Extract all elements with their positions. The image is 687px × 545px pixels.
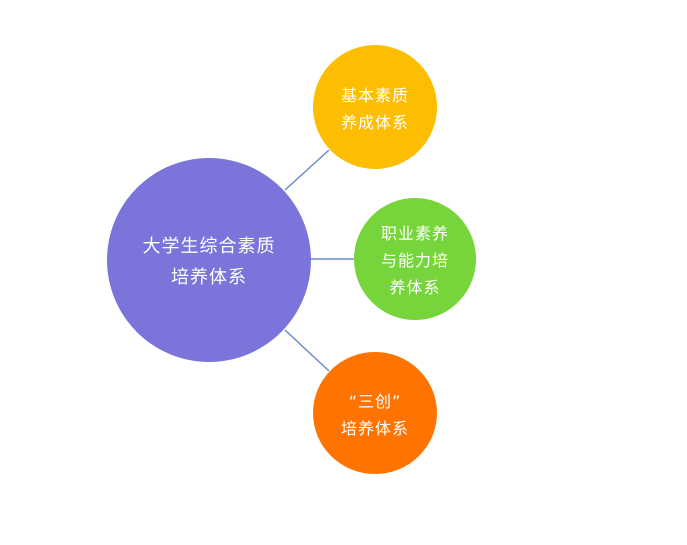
center-node-line-2: 培养体系: [171, 266, 247, 288]
branch-node-career-line-3: 养体系: [389, 278, 441, 297]
center-node-comprehensive-quality: 大学生综合素质 培养体系: [107, 158, 311, 362]
branch-node-basic-label: 基本素质 养成体系: [341, 82, 409, 133]
branch-node-career-label: 职业素养 与能力培 养体系: [381, 220, 449, 298]
branch-node-sanchuang: “三创” 培养体系: [313, 352, 437, 474]
branch-node-career-ability: 职业素养 与能力培 养体系: [354, 198, 476, 320]
branch-node-career-line-1: 职业素养: [380, 224, 449, 243]
branch-node-sanchuang-line-1: “三创”: [348, 391, 402, 411]
center-node-line-1: 大学生综合素质: [142, 235, 276, 257]
branch-node-basic-line-1: 基本素质: [340, 85, 409, 105]
connector-to-basic: [284, 149, 330, 191]
branch-node-career-line-2: 与能力培: [380, 251, 449, 270]
center-node-label: 大学生综合素质 培养体系: [143, 232, 276, 289]
branch-node-sanchuang-label: “三创” 培养体系: [341, 388, 409, 439]
branch-node-sanchuang-line-2: 培养体系: [340, 418, 409, 438]
connector-to-sanchuang: [284, 329, 330, 372]
branch-node-basic-line-2: 养成体系: [340, 112, 409, 132]
branch-node-basic-quality: 基本素质 养成体系: [313, 45, 437, 169]
